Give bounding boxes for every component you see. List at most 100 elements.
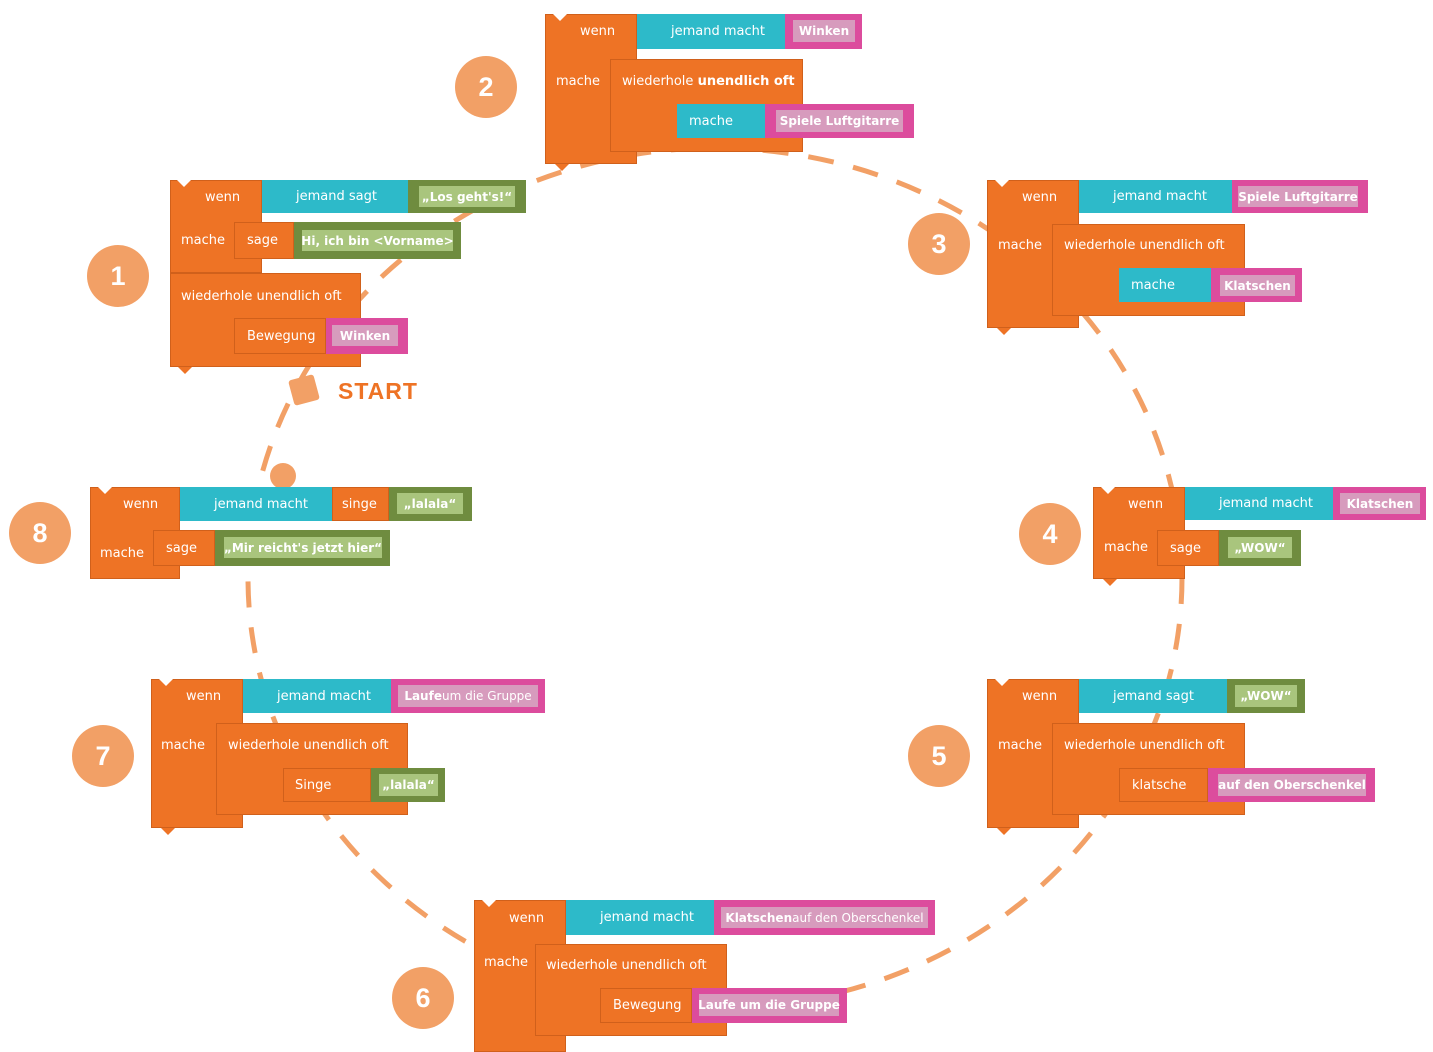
- clap-label: klatsche: [1132, 777, 1187, 793]
- mache-label: mache: [161, 738, 206, 753]
- trigger-label: jemand sagt: [1113, 688, 1194, 704]
- move-label: Bewegung: [247, 328, 316, 344]
- mache-label: mache: [556, 74, 601, 89]
- say-value: Hi, ich bin <Vorname>: [301, 230, 454, 251]
- block-notch: [1103, 579, 1117, 586]
- say-label: sage: [166, 540, 197, 556]
- move-label: Bewegung: [613, 998, 682, 1013]
- block-notch: [553, 14, 567, 21]
- block-notch: [555, 164, 569, 171]
- say-value: „WOW“: [1228, 537, 1292, 558]
- block-notch: [995, 679, 1009, 686]
- move-block: Bewegung: [600, 988, 692, 1023]
- trigger-block: jemand sagt: [1079, 679, 1227, 713]
- action-value: Klatschen: [1220, 275, 1295, 296]
- action-label: mache: [689, 113, 734, 129]
- mache-label: mache: [100, 546, 145, 561]
- trigger-value: „Los geht's!“: [419, 186, 515, 207]
- block-notch: [177, 180, 191, 187]
- mache-label: mache: [998, 238, 1043, 253]
- block-notch: [178, 367, 192, 374]
- mache-label: mache: [1104, 540, 1149, 555]
- trigger-label: jemand macht: [671, 24, 765, 39]
- step-badge-5: 5: [908, 725, 970, 787]
- mache-label: mache: [181, 233, 226, 248]
- say-block: sage: [153, 530, 215, 566]
- trigger-label: jemand sagt: [296, 189, 377, 204]
- start-label: START: [338, 378, 418, 404]
- trigger-block: jemand macht: [637, 14, 785, 49]
- step-badge-1: 1: [87, 245, 149, 307]
- trigger-block: jemand macht: [243, 679, 391, 713]
- wenn-label: wenn: [1022, 689, 1058, 704]
- action-label: mache: [1131, 277, 1176, 293]
- trigger-block: jemand macht: [180, 487, 332, 521]
- sing-value: „lalala“: [379, 774, 438, 796]
- loop-label: wiederhole unendlich oft: [1064, 738, 1225, 753]
- step-badge-3: 3: [908, 213, 970, 275]
- step-badge-4: 4: [1019, 503, 1081, 565]
- trigger-label: jemand macht: [277, 688, 371, 704]
- move-block: Bewegung: [234, 318, 326, 354]
- say-value: „Mir reicht's jetzt hier“: [224, 537, 382, 558]
- step-badge-2: 2: [455, 56, 517, 118]
- block-notch: [1101, 487, 1115, 494]
- block-notch: [482, 900, 496, 907]
- say-block: sage: [234, 222, 294, 259]
- trigger-value: Spiele Luftgitarre: [1238, 186, 1358, 207]
- wenn-label: wenn: [205, 190, 241, 205]
- block-notch: [161, 828, 175, 835]
- loop-label: wiederhole unendlich oft: [622, 74, 795, 89]
- sing-value: „lalala“: [397, 493, 463, 514]
- loop-label: wiederhole unendlich oft: [546, 958, 707, 973]
- trigger-value: Klatschen: [1340, 493, 1420, 514]
- block-notch: [995, 180, 1009, 187]
- block-notch: [997, 828, 1011, 835]
- wenn-label: wenn: [509, 911, 545, 926]
- action-block: mache: [677, 104, 765, 138]
- wenn-label: wenn: [186, 689, 222, 704]
- loop-label: wiederhole unendlich oft: [1064, 238, 1225, 253]
- say-label: sage: [247, 233, 278, 248]
- trigger-block: jemand sagt: [262, 180, 408, 213]
- action-value: Spiele Luftgitarre: [776, 110, 903, 132]
- trigger-block: jemand macht: [1079, 180, 1232, 213]
- clap-block: klatsche: [1119, 768, 1208, 802]
- block-notch: [159, 679, 173, 686]
- trigger-block: jemand macht: [566, 900, 714, 935]
- trigger-value: Klatschen auf den Oberschenkel: [721, 907, 928, 928]
- action-block: mache: [1119, 268, 1211, 302]
- move-value: Laufe um die Gruppe: [698, 994, 840, 1016]
- sing-block: singe: [332, 487, 389, 521]
- trigger-label: jemand macht: [600, 910, 694, 925]
- wenn-label: wenn: [123, 497, 159, 512]
- action-value: auf den Oberschenkel: [1218, 774, 1366, 796]
- trigger-value: „WOW“: [1235, 685, 1297, 707]
- block-notch: [997, 328, 1011, 335]
- sing-label: singe: [342, 496, 377, 512]
- say-block: sage: [1157, 530, 1219, 566]
- sing-label: Singe: [295, 777, 332, 793]
- mache-label: mache: [998, 738, 1043, 753]
- sing-block: Singe: [283, 768, 371, 802]
- mache-label: mache: [484, 955, 529, 970]
- move-value: Winken: [332, 325, 398, 346]
- loop-label: wiederhole unendlich oft: [228, 738, 389, 753]
- block-notch: [98, 487, 112, 494]
- path-end-dot: [270, 463, 296, 489]
- say-label: sage: [1170, 540, 1201, 556]
- trigger-label: jemand macht: [214, 496, 308, 512]
- loop-label: wiederhole unendlich oft: [181, 289, 342, 304]
- trigger-label: jemand macht: [1219, 496, 1313, 511]
- wenn-label: wenn: [1022, 190, 1058, 205]
- trigger-block: jemand macht: [1185, 487, 1333, 520]
- trigger-value: Laufe um die Gruppe: [398, 685, 538, 707]
- trigger-label: jemand macht: [1113, 189, 1207, 204]
- wenn-label: wenn: [1128, 497, 1164, 512]
- step-badge-6: 6: [392, 967, 454, 1029]
- step-badge-8: 8: [9, 502, 71, 564]
- step-badge-7: 7: [72, 725, 134, 787]
- trigger-value: Winken: [793, 20, 855, 42]
- wenn-label: wenn: [580, 24, 616, 39]
